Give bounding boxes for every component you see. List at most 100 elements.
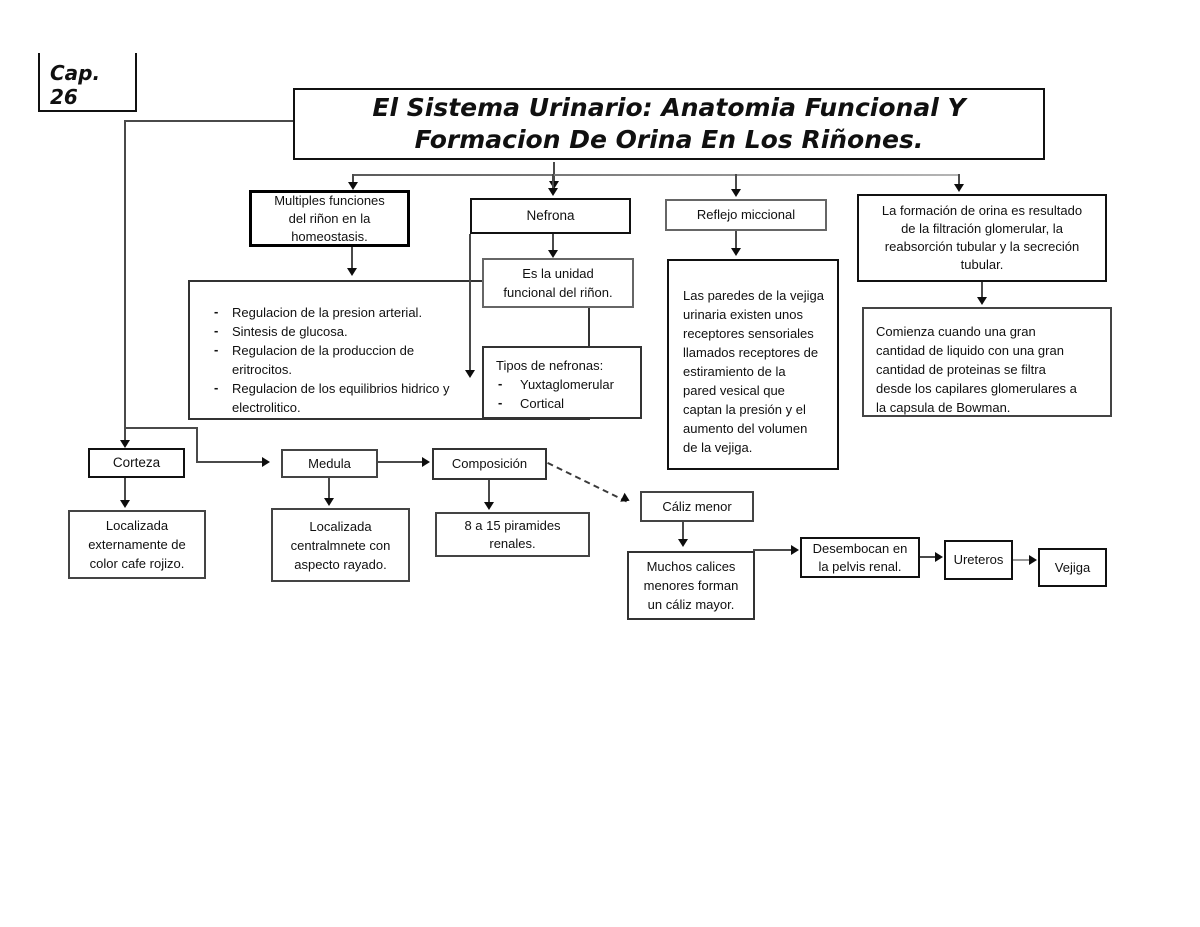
node-line: La formación de orina es resultado <box>881 203 1083 218</box>
node-line: Las paredes de la vejiga <box>683 288 824 303</box>
title-line-2: Formacion De Orina En Los Riñones. <box>414 125 924 154</box>
arrow-to-ureteros <box>935 552 943 562</box>
node-line: Muchos calices <box>646 559 736 574</box>
connector-corteza-desc <box>124 478 126 500</box>
node-label: Vejiga <box>1054 559 1091 575</box>
arrow-to-medula-desc <box>324 498 334 506</box>
node-es-unidad: Es la unidad funcional del riñon. <box>482 258 634 308</box>
node-multiples-funciones: Multiples funciones del riñon en la home… <box>249 190 410 247</box>
node-line: Multiples funciones <box>274 192 385 208</box>
connector-ureteros-vejiga <box>1013 559 1029 561</box>
list-item: Regulacion de los equilibrios hidrico y … <box>204 378 456 417</box>
node-formacion-orina: La formación de orina es resultado de la… <box>857 194 1107 282</box>
chapter-label: Cap. <box>50 61 101 85</box>
node-line: la pelvis renal. <box>818 558 902 574</box>
node-composicion: Composición <box>432 448 547 480</box>
node-caliz-mayor: Muchos calices menores forman un cáliz m… <box>627 551 755 620</box>
node-line: Localizada <box>309 518 372 534</box>
node-line: pared vesical que <box>683 383 785 398</box>
arrow-to-piramides <box>484 502 494 510</box>
connector-composicion-caliz-dashed <box>547 462 628 503</box>
arrow-to-medula <box>262 457 270 467</box>
node-line: externamente de <box>88 537 186 552</box>
node-label: Cáliz menor <box>662 498 732 514</box>
node-line: de la filtración glomerular, la <box>901 221 1063 236</box>
arrow-to-corteza-desc <box>120 500 130 508</box>
node-line: centralmnete con <box>290 537 391 553</box>
arrow-to-desembocan <box>791 545 799 555</box>
node-line: cantidad de proteinas se filtra <box>876 362 1046 377</box>
node-line: reabsorción tubular y la secreción <box>884 239 1080 254</box>
node-label: Corteza <box>112 455 161 470</box>
arrow-to-paredes <box>731 248 741 256</box>
chapter-box: Cap. 26 <box>38 53 137 112</box>
arrow-title-stub <box>549 181 559 189</box>
list-item: Cortical <box>498 393 640 413</box>
node-vejiga: Vejiga <box>1038 548 1107 587</box>
node-corteza-desc: Localizada externamente de color cafe ro… <box>68 510 206 579</box>
connector-caliz-mayor <box>682 522 684 539</box>
arrow-to-es-unidad <box>548 250 558 258</box>
arrow-to-funciones-list <box>347 268 357 276</box>
node-line: color cafe rojizo. <box>89 556 185 571</box>
connector-left-drop <box>124 120 126 440</box>
connector-title-left <box>124 120 293 122</box>
arrow-to-nefrona <box>548 188 558 196</box>
node-corteza: Corteza <box>88 448 185 478</box>
connector-multiples-list <box>351 247 353 268</box>
node-line: Localizada <box>105 518 169 533</box>
tipos-list: Yuxtaglomerular Cortical <box>496 374 640 413</box>
arrow-to-caliz-menor <box>620 492 632 506</box>
connector-drop-reflejo <box>735 174 737 189</box>
connector-nefrona-unidad <box>552 234 554 250</box>
node-line: renales. <box>489 535 536 551</box>
list-item: Regulacion de la presion arterial. <box>204 302 456 322</box>
node-line: Es la unidad <box>522 266 594 281</box>
connector-composicion-piramides <box>488 480 490 502</box>
list-item: Yuxtaglomerular <box>498 374 640 394</box>
arrow-to-corteza <box>120 440 130 448</box>
node-desembocan: Desembocan en la pelvis renal. <box>800 537 920 578</box>
connector-reflejo-paredes <box>735 231 737 248</box>
node-line: un cáliz mayor. <box>647 597 735 612</box>
arrow-to-vejiga <box>1029 555 1037 565</box>
connector-medula-desc <box>328 478 330 498</box>
node-line: 8 a 15 piramides <box>464 517 561 533</box>
node-ureteros: Ureteros <box>944 540 1013 580</box>
node-paredes-vejiga: Las paredes de la vejiga urinaria existe… <box>667 259 839 470</box>
node-medula: Medula <box>281 449 378 478</box>
node-label: Reflejo miccional <box>696 207 796 222</box>
node-line: cantidad de liquido con una gran <box>876 343 1064 358</box>
arrow-to-multiples <box>348 182 358 190</box>
node-label: Nefrona <box>526 208 575 223</box>
connector-drop-nefrona <box>552 174 554 188</box>
connector-desembocan-ureteros <box>920 556 935 558</box>
node-medula-desc: Localizada centralmnete con aspecto raya… <box>271 508 410 582</box>
connector-title-stub <box>553 162 555 182</box>
node-line: menores forman <box>643 578 739 593</box>
title-box: El Sistema Urinario: Anatomia Funcional … <box>293 88 1045 160</box>
node-line: funcional del riñon. <box>503 285 613 300</box>
node-reflejo-miccional: Reflejo miccional <box>665 199 827 231</box>
arrow-to-comienza <box>977 297 987 305</box>
connector-distribution-line <box>352 174 960 176</box>
arrow-to-reflejo <box>731 189 741 197</box>
list-item: Regulacion de la produccion de eritrocit… <box>204 340 456 379</box>
node-tipos-nefronas: Tipos de nefronas: Yuxtaglomerular Corti… <box>482 346 642 419</box>
node-label: Medula <box>308 455 351 471</box>
tipos-title: Tipos de nefronas: <box>496 358 604 373</box>
connector-branch-medula-v <box>196 427 198 463</box>
node-label: Composición <box>451 456 528 471</box>
node-line: estiramiento de la <box>683 364 786 379</box>
node-line: llamados receptores de <box>683 345 819 360</box>
node-line: aspecto rayado. <box>294 556 387 572</box>
node-piramides: 8 a 15 piramides renales. <box>435 512 590 557</box>
node-line: urinaria existen unos <box>683 307 803 322</box>
connector-medula-composicion <box>378 461 422 463</box>
node-line: Comienza cuando una gran <box>876 324 1036 339</box>
node-comienza: Comienza cuando una gran cantidad de liq… <box>862 307 1112 417</box>
node-line: aumento del volumen <box>683 421 808 436</box>
node-line: Desembocan en <box>812 540 908 556</box>
arrow-to-formacion <box>954 184 964 192</box>
node-line: del riñon en la <box>288 210 371 226</box>
